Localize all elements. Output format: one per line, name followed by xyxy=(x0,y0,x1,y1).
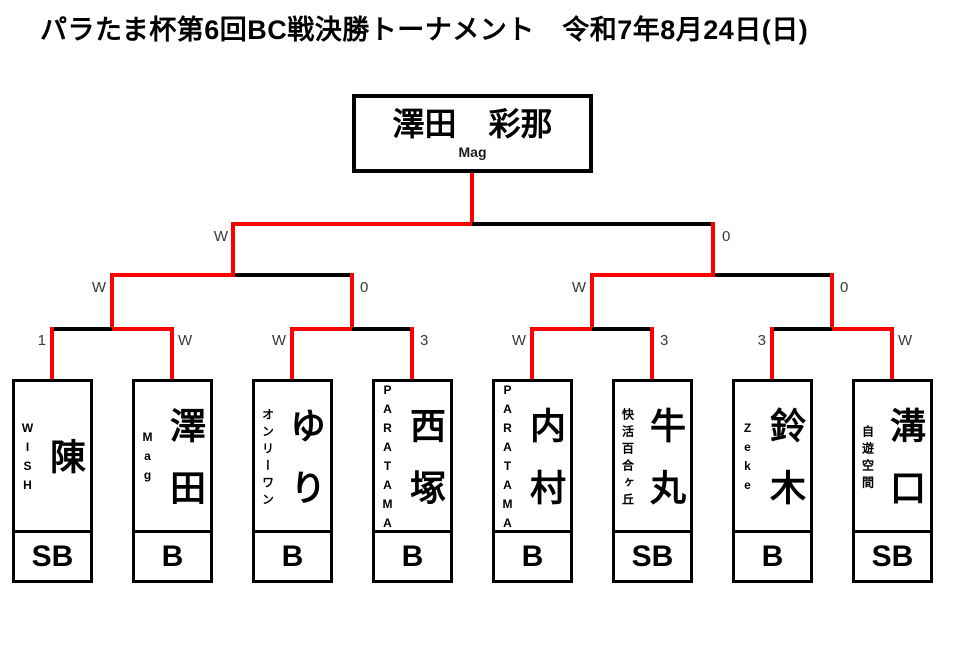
player-name: ゆり xyxy=(285,407,326,531)
qf3-line-win xyxy=(530,327,592,331)
qf2-line-lose xyxy=(352,327,414,331)
player-class: B xyxy=(495,530,570,580)
player-class: SB xyxy=(15,530,90,580)
score-sf1-right: 0 xyxy=(360,279,369,296)
player-name: 牛丸 xyxy=(645,407,686,531)
score-qf4-right: W xyxy=(898,332,913,349)
player-name: 鈴木 xyxy=(765,407,806,531)
score-qf4-left: 3 xyxy=(757,332,766,349)
player-team: Mag xyxy=(140,430,155,487)
player3-connector xyxy=(290,327,294,379)
champion-name: 澤田 彩那 xyxy=(392,106,553,143)
player-name: 西塚 xyxy=(405,407,446,531)
player-class: SB xyxy=(615,530,690,580)
player4-connector xyxy=(410,327,414,379)
player-box-8: 自遊空間 溝口 SB xyxy=(852,379,933,583)
player-class: SB xyxy=(855,530,930,580)
player5-connector xyxy=(530,327,534,379)
player7-connector xyxy=(770,327,774,379)
final-drop-left xyxy=(231,222,235,277)
champion-team: Mag xyxy=(458,143,487,160)
player-class: B xyxy=(735,530,810,580)
player1-connector xyxy=(50,327,54,379)
final-line-right xyxy=(472,222,715,226)
score-qf2-right: 3 xyxy=(420,332,429,349)
player-box-3: オンリーワン ゆり B xyxy=(252,379,333,583)
score-sf2-right: 0 xyxy=(840,279,849,296)
player-box-4: PARATAMA 西塚 B xyxy=(372,379,453,583)
qf1-line-lose xyxy=(50,327,112,331)
player-team: 快活百合ヶ丘 xyxy=(620,407,635,510)
score-final-left: W xyxy=(213,228,228,245)
final-drop-right xyxy=(711,222,715,277)
semifinal-left-drop-a xyxy=(110,273,114,331)
player6-connector xyxy=(650,327,654,379)
qf3-line-lose xyxy=(592,327,654,331)
player-box-6: 快活百合ヶ丘 牛丸 SB xyxy=(612,379,693,583)
qf2-line-win xyxy=(290,327,352,331)
score-qf1-left: 1 xyxy=(37,332,46,349)
player-box-5: PARATAMA 内村 B xyxy=(492,379,573,583)
semifinal-right-line-lose xyxy=(715,273,834,277)
champion-connector-line xyxy=(470,173,474,226)
player-name: 澤田 xyxy=(165,407,206,531)
final-line-left-win xyxy=(231,222,472,226)
player-box-2: Mag 澤田 B xyxy=(132,379,213,583)
player-team: 自遊空間 xyxy=(860,424,875,493)
score-qf3-left: W xyxy=(511,332,526,349)
player-team: PARATAMA xyxy=(500,382,515,535)
qf1-line-win xyxy=(112,327,174,331)
score-final-right: 0 xyxy=(722,228,731,245)
score-qf1-right: W xyxy=(178,332,193,349)
tournament-title: パラたま杯第6回BC戦決勝トーナメント 令和7年8月24日(日) xyxy=(40,15,809,45)
player2-connector xyxy=(170,327,174,379)
semifinal-left-line-win xyxy=(110,273,235,277)
player-box-1: WISH 陳 SB xyxy=(12,379,93,583)
champion-box: 澤田 彩那 Mag xyxy=(352,94,593,173)
semifinal-left-drop-b xyxy=(350,273,354,331)
semifinal-right-drop-a xyxy=(590,273,594,331)
score-sf1-left: W xyxy=(91,279,106,296)
player-class: B xyxy=(135,530,210,580)
semifinal-right-drop-b xyxy=(830,273,834,331)
qf4-line-lose xyxy=(770,327,832,331)
player-name: 溝口 xyxy=(885,407,926,531)
player-class: B xyxy=(375,530,450,580)
score-qf3-right: 3 xyxy=(660,332,669,349)
score-qf2-left: W xyxy=(271,332,286,349)
qf4-line-win xyxy=(832,327,894,331)
player8-connector xyxy=(890,327,894,379)
player-team: Zeke xyxy=(740,420,755,497)
player-name: 陳 xyxy=(45,438,86,500)
player-team: オンリーワン xyxy=(260,407,275,510)
score-sf2-left: W xyxy=(571,279,586,296)
player-team: WISH xyxy=(20,420,35,497)
semifinal-right-line-win xyxy=(590,273,715,277)
player-name: 内村 xyxy=(525,407,566,531)
player-class: B xyxy=(255,530,330,580)
player-team: PARATAMA xyxy=(380,382,395,535)
semifinal-left-line-lose xyxy=(235,273,354,277)
player-box-7: Zeke 鈴木 B xyxy=(732,379,813,583)
